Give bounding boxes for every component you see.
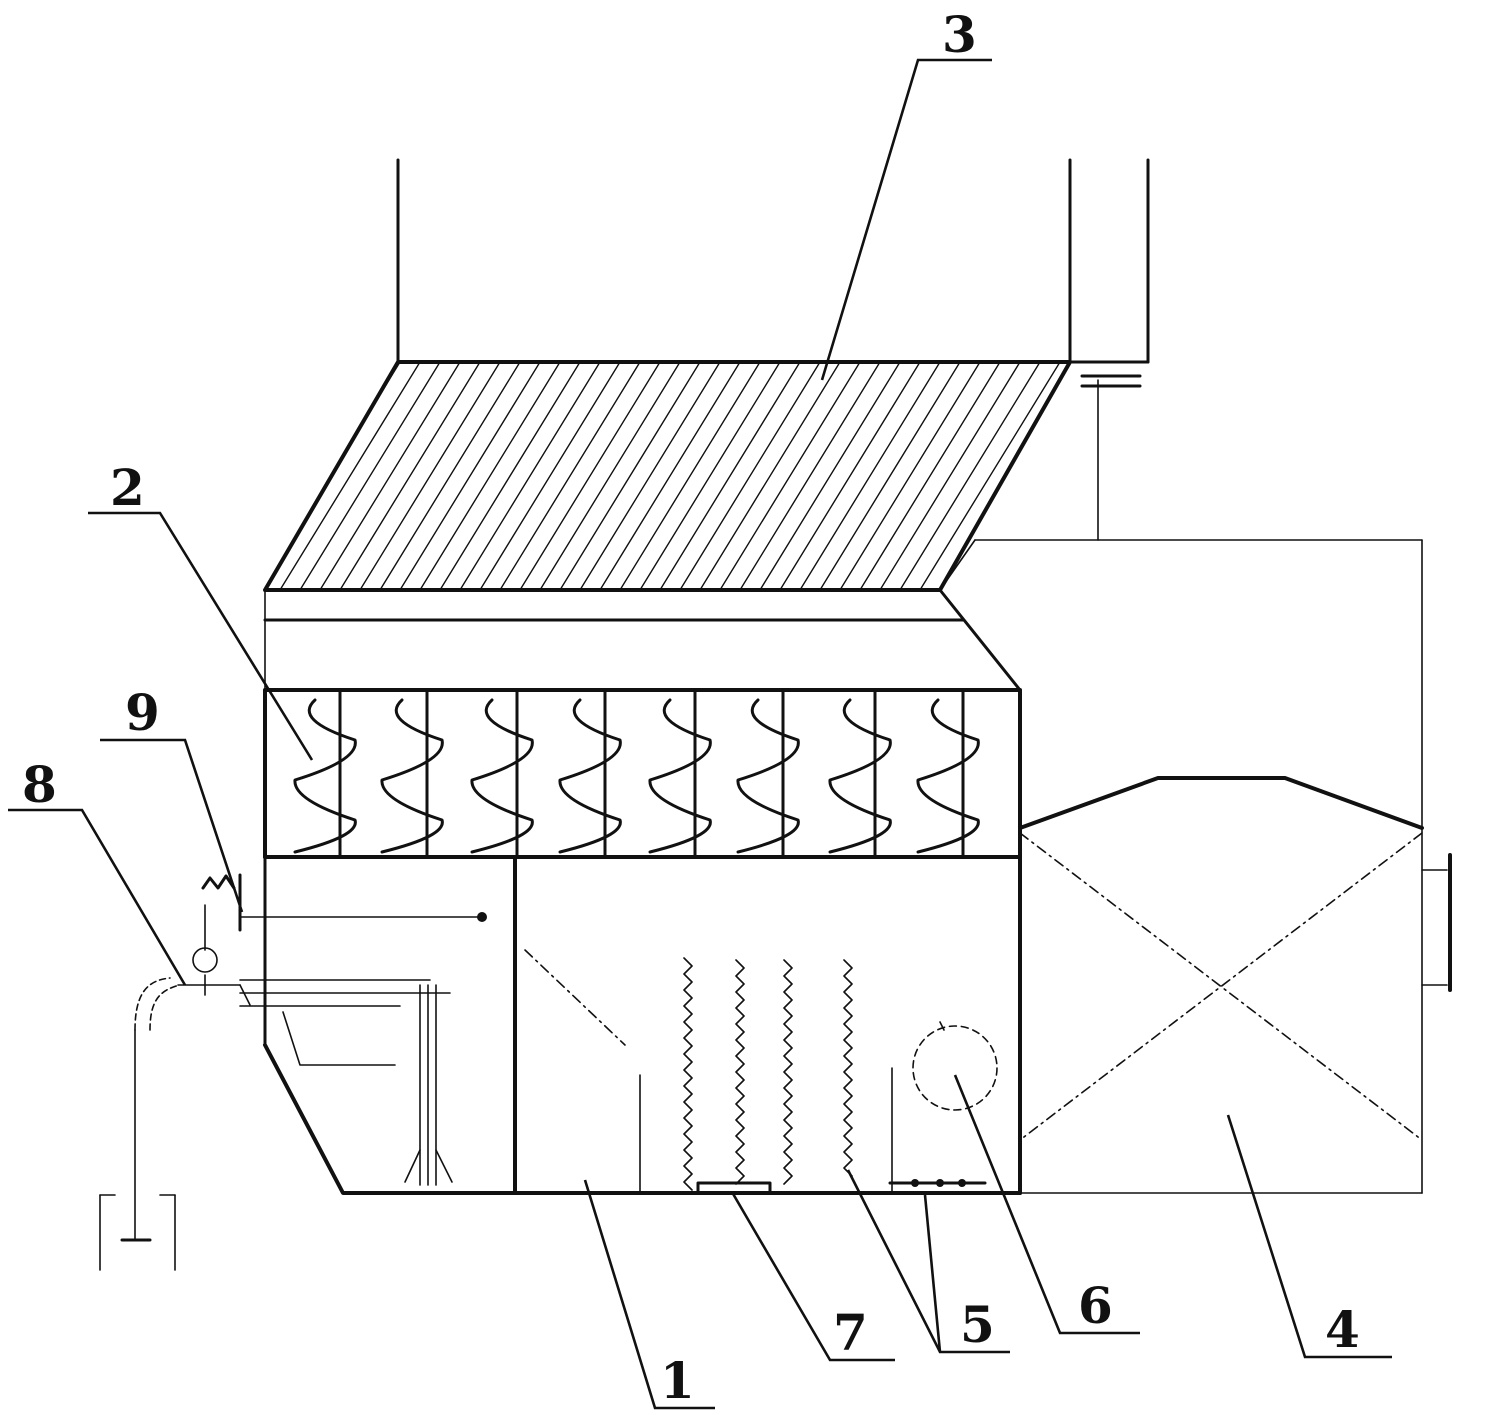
- hatch-line: [299, 362, 441, 590]
- label-9: 9: [100, 683, 244, 913]
- hatch-line: [519, 362, 661, 590]
- hatch-line: [559, 362, 701, 590]
- svg-text:4: 4: [1325, 1300, 1360, 1359]
- label-1: 1: [583, 1179, 715, 1410]
- spiral-coil: [380, 690, 444, 857]
- label-4: 4: [1226, 1114, 1392, 1359]
- hatch-line: [919, 362, 1061, 590]
- hatch-line: [319, 362, 461, 590]
- label-5: 5: [846, 1169, 1010, 1354]
- spiral-coil: [828, 690, 892, 857]
- hatch-line: [659, 362, 801, 590]
- spiral-coil: [648, 690, 712, 857]
- hatch-line: [799, 362, 941, 590]
- hatched-filter-layer: [263, 360, 1072, 592]
- hatch-line: [265, 362, 321, 590]
- svg-text:1: 1: [660, 1351, 695, 1410]
- hatch-line: [639, 362, 781, 590]
- hatch-line: [819, 362, 961, 590]
- hatch-line: [679, 362, 821, 590]
- hatch-line: [439, 362, 581, 590]
- exhaust-stack: [396, 158, 1150, 364]
- hatch-line: [879, 362, 1021, 590]
- svg-text:6: 6: [1078, 1276, 1113, 1335]
- spiral-coil: [916, 690, 980, 857]
- hatch-line: [279, 362, 421, 590]
- label-8: 8: [8, 755, 187, 986]
- upper-plenum: [263, 588, 1022, 859]
- hatch-line: [399, 362, 541, 590]
- svg-text:2: 2: [110, 458, 145, 517]
- hatch-line: [459, 362, 601, 590]
- svg-text:5: 5: [960, 1295, 995, 1354]
- main-chamber: [263, 855, 1022, 1195]
- hatch-line: [619, 362, 761, 590]
- hatch-line: [499, 362, 641, 590]
- hatch-line: [759, 362, 901, 590]
- hatch-line: [265, 362, 301, 590]
- hatch-line: [859, 362, 1001, 590]
- label-7: 7: [730, 1191, 895, 1362]
- spiral-coil: [293, 690, 357, 857]
- hatch-line: [419, 362, 561, 590]
- hatch-line: [539, 362, 681, 590]
- bottom-plate: [696, 1181, 772, 1195]
- hatch-line: [479, 362, 621, 590]
- hatch-line: [265, 362, 341, 590]
- hatch-line: [699, 362, 841, 590]
- svg-text:8: 8: [22, 755, 57, 814]
- hatch-line: [359, 362, 501, 590]
- hatch-line: [739, 362, 881, 590]
- label-2: 2: [88, 458, 314, 761]
- hatch-line: [719, 362, 861, 590]
- svg-text:9: 9: [125, 683, 160, 742]
- label-3: 3: [820, 5, 992, 381]
- dashed-circle-component: [912, 1021, 998, 1111]
- svg-text:3: 3: [942, 5, 977, 64]
- heating-elements: [683, 957, 987, 1191]
- hatch-line: [839, 362, 981, 590]
- hatch-line: [379, 362, 521, 590]
- spiral-coil-section: [263, 688, 1022, 859]
- hatch-line: [959, 362, 1070, 590]
- spiral-coil: [736, 690, 800, 857]
- inlet-fittings: [99, 873, 487, 1271]
- hatch-line: [779, 362, 921, 590]
- hatch-line: [579, 362, 721, 590]
- spiral-coil: [470, 690, 534, 857]
- spiral-coil: [558, 690, 622, 857]
- hatch-line: [599, 362, 741, 590]
- svg-text:7: 7: [833, 1303, 868, 1362]
- hatch-line: [265, 362, 381, 590]
- hatch-line: [265, 362, 281, 590]
- label-6: 6: [953, 1074, 1140, 1335]
- hatch-line: [899, 362, 1041, 590]
- right-module: [939, 374, 1452, 1195]
- hatch-line: [339, 362, 481, 590]
- hatch-line: [265, 362, 361, 590]
